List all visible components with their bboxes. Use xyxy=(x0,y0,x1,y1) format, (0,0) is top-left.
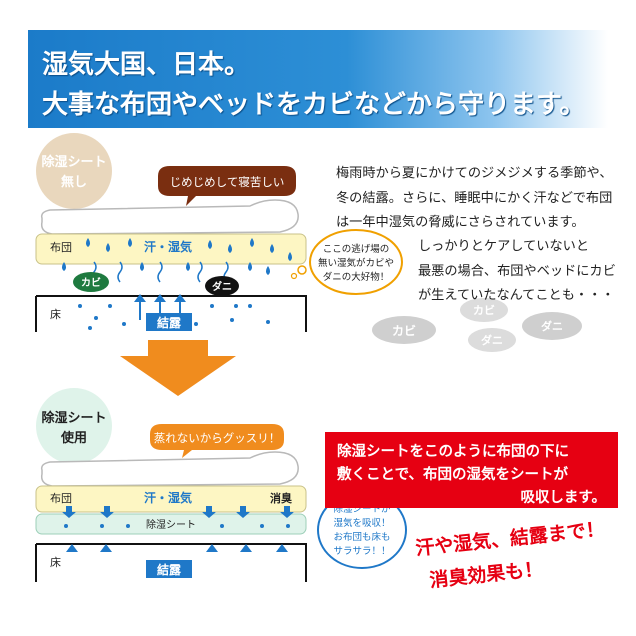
info-line2: 敷くことで、布団の湿気をシートが xyxy=(337,467,568,483)
cloud-mold2-text: カビ xyxy=(473,303,495,317)
person-upper xyxy=(40,199,299,235)
badge-without-sheet-line1: 除湿シート xyxy=(41,154,106,170)
odor-label: 消臭 xyxy=(270,491,292,505)
para2-line3: が生えていたなんてことも・・・ xyxy=(418,288,615,303)
para1-line3: は一年中湿気の脅威にさらされています。 xyxy=(336,215,585,230)
squiggle-arrows-upper xyxy=(91,261,229,283)
banner-title: 湿気大国、日本。 xyxy=(42,50,251,80)
badge-with-sheet-line1: 除湿シート xyxy=(41,410,106,426)
cloud-mite xyxy=(468,328,516,352)
cloud-mite2-text: ダニ xyxy=(541,319,563,333)
info-box: 除湿シートをこのように布団の下に 敷くことで、布団の湿気をシートが 吸収します。 xyxy=(325,432,618,508)
para2-line2: 最悪の場合、布団やベッドにカビ xyxy=(418,263,616,279)
floor-upper xyxy=(36,295,307,332)
moisture-drops-upper xyxy=(62,238,292,275)
up-arrows-lower xyxy=(66,544,288,552)
callout-lower-line3: お布団も床も xyxy=(333,531,390,543)
mold-tag-text: カビ xyxy=(81,276,101,289)
callout-lower-line4: サラサラ！！ xyxy=(333,546,390,557)
badge-with-sheet-line2: 使用 xyxy=(60,430,87,446)
callout-upper-line2: 無い湿気がカビや xyxy=(318,257,394,269)
futon-lower-label: 布団 xyxy=(50,492,72,505)
mite-tag xyxy=(205,276,239,296)
floor-upper-label: 床 xyxy=(50,307,61,321)
mold-tag xyxy=(73,272,109,292)
cloud-mite-text: ダニ xyxy=(481,333,503,347)
badge-with-sheet xyxy=(36,388,112,464)
callout-upper xyxy=(309,229,403,295)
sheet-label: 除湿シート xyxy=(146,518,196,531)
cloud-mold xyxy=(372,316,436,344)
info-line3: 吸収します。 xyxy=(520,490,606,506)
futon-upper xyxy=(35,233,307,265)
floor-lower xyxy=(36,543,307,582)
person-lower xyxy=(40,451,299,487)
cloud-mold2 xyxy=(460,298,508,322)
banner-subtitle: 大事な布団やベッドをカビなどから守ります。 xyxy=(42,90,586,120)
condensation-upper xyxy=(146,313,192,331)
speech-bubble-upper xyxy=(158,166,296,206)
callout-upper-line3: ダニの大好物！ xyxy=(323,271,390,283)
futon-lower xyxy=(35,485,307,513)
callout-lower-line2: 湿気を吸収！ xyxy=(333,517,390,529)
floor-dots-upper xyxy=(78,304,270,330)
sweat-upper-label: 汗・湿気 xyxy=(144,239,192,254)
condensation-upper-label: 結露 xyxy=(157,315,182,330)
condensation-lower-label: 結露 xyxy=(157,562,182,577)
speech-lower-text: 蒸れないからグッスリ！ xyxy=(154,431,281,445)
info-line1: 除湿シートをこのように布団の下に xyxy=(337,444,569,460)
cloud-mite2 xyxy=(522,312,582,340)
floor-lower-label: 床 xyxy=(50,555,61,569)
badge-without-sheet-line2: 無し xyxy=(61,174,87,190)
dehumidify-sheet xyxy=(35,513,307,535)
badge-without-sheet xyxy=(36,133,112,209)
explanation-para1: 梅雨時から夏にかけてのジメジメする季節や、 冬の結露。さらに、睡眠中にかく汗など… xyxy=(336,162,613,236)
sheet-arrows xyxy=(62,506,294,528)
transition-arrow xyxy=(120,340,236,396)
speech-upper-text: じめじめして寝苦しい xyxy=(170,175,285,189)
para1-line2: 冬の結露。さらに、睡眠中にかく汗などで布団 xyxy=(336,190,613,206)
speech-bubble-lower xyxy=(150,424,284,458)
callout-upper-line1: ここの逃げ場の xyxy=(323,243,390,255)
sweat-lower-label: 汗・湿気 xyxy=(144,490,192,505)
mite-tag-text: ダニ xyxy=(212,280,232,293)
header-banner: 湿気大国、日本。 大事な布団やベッドをカビなどから守ります。 xyxy=(28,30,608,128)
para1-line1: 梅雨時から夏にかけてのジメジメする季節や、 xyxy=(336,166,613,181)
condensation-lower xyxy=(146,560,192,578)
explanation-para2: しっかりとケアしていないと 最悪の場合、布団やベッドにカビ が生えていたなんてこ… xyxy=(418,235,616,309)
cloud-mold-text: カビ xyxy=(392,323,416,338)
futon-upper-label: 布団 xyxy=(50,241,72,254)
para2-line1: しっかりとケアしていないと xyxy=(418,239,590,254)
